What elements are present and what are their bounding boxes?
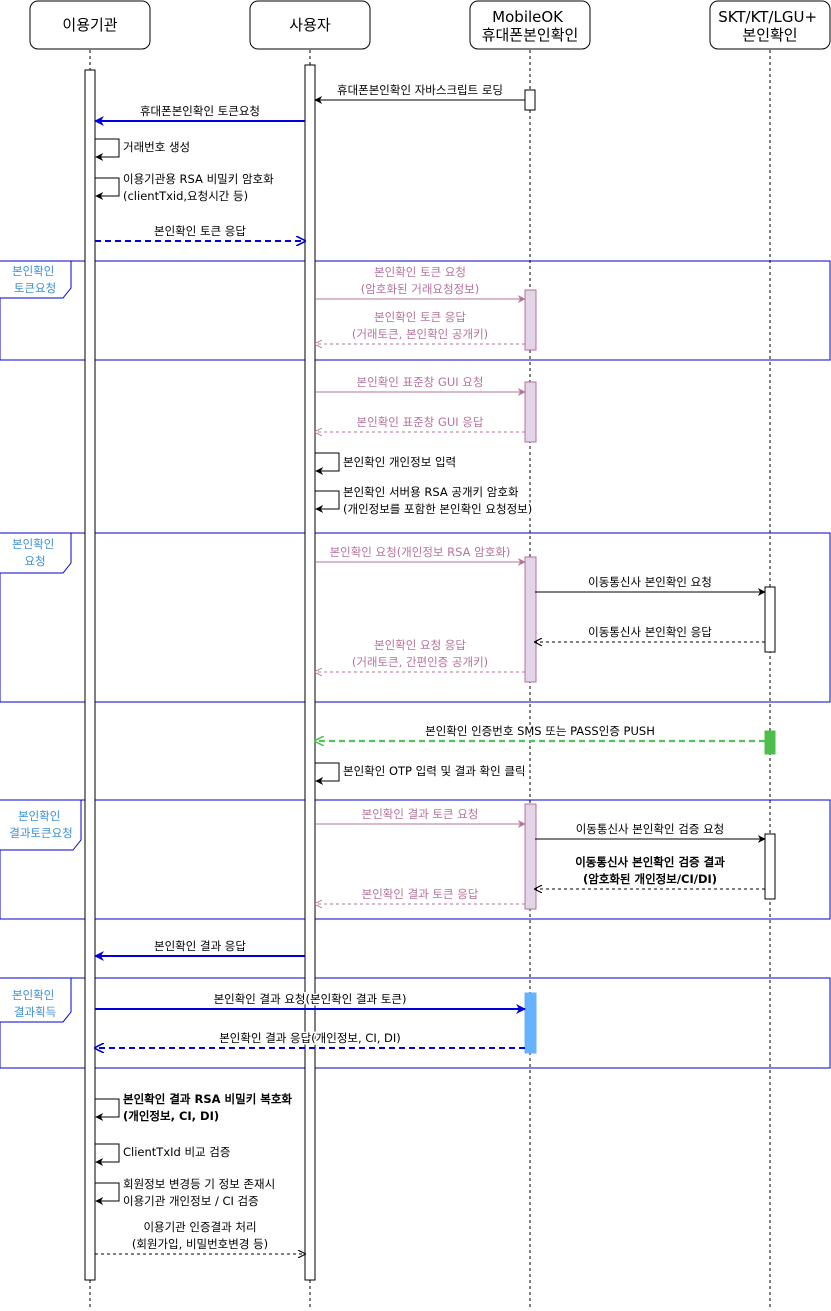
message-m26: ClientTxId 비교 검증 (95, 1143, 232, 1166)
message-m14: 이동통신사 본인확인 응답 (535, 624, 765, 642)
self-message-arrow (95, 138, 120, 161)
message-label: 이동통신사 본인확인 검증 결과(암호화된 개인정보/CI/DI) (575, 855, 725, 886)
activation-org (84, 69, 96, 1281)
actor-user: 사용자 (249, 0, 371, 50)
message-label: 본인확인 요청(개인정보 RSA 암호화) (330, 545, 511, 559)
activation-mok-5 (524, 803, 537, 910)
self-message-arrow (95, 1143, 120, 1166)
message-m22: 본인확인 결과 응답 (94, 938, 305, 961)
message-m8: 본인확인 표준창 GUI 요청 (315, 374, 526, 396)
activation-mok-3 (524, 381, 537, 443)
activation-telco-3 (764, 833, 776, 900)
message-label: 거래번호 생성 (123, 140, 190, 154)
fragment-result-get: 본인확인 결과획득 (0, 977, 831, 1069)
message-m2: 휴대폰본인확인 토큰요청 (94, 103, 305, 126)
message-label: 본인확인 결과 응답(개인정보, CI, DI) (219, 1031, 401, 1045)
fragment-label: 본인확인 결과획득 (12, 988, 58, 1019)
fragment-request: 본인확인 요청 (0, 532, 831, 703)
self-message-arrow (315, 452, 340, 475)
activation-mok-6 (524, 992, 537, 1054)
message-m16: 본인확인 인증번호 SMS 또는 PASS인증 PUSH (315, 723, 765, 741)
message-label: 이동통신사 본인확인 검증 요청 (576, 822, 725, 836)
message-label: 본인확인 결과 응답 (154, 939, 246, 953)
message-m1: 휴대폰본인확인 자바스크립트 로딩 (314, 82, 525, 104)
message-label: 본인확인 개인정보 입력 (343, 455, 456, 469)
fragment-label: 본인확인 요청 (12, 537, 58, 568)
message-label: 본인확인 결과 토큰 요청 (362, 807, 479, 821)
message-m9: 본인확인 표준창 GUI 응답 (315, 414, 525, 432)
message-m13: 이동통신사 본인확인 요청 (535, 574, 766, 596)
message-m23: 본인확인 결과 요청(본인확인 결과 토큰) (95, 991, 526, 1014)
actor-mok: MobileOK 휴대폰본인확인 (469, 0, 591, 50)
message-label: 이용기관 인증결과 처리(회원가입, 비밀번호변경 등) (132, 1220, 268, 1251)
message-m24: 본인확인 결과 응답(개인정보, CI, DI) (95, 1030, 525, 1048)
message-m25: 본인확인 결과 RSA 비밀키 복호화(개인정보, CI, DI) (95, 1091, 294, 1125)
svg-text:MobileOK 휴대폰본인확인: MobileOK 휴대폰본인확인 (482, 8, 579, 44)
message-label: 휴대폰본인확인 토큰요청 (140, 104, 260, 118)
message-label: 이동통신사 본인확인 응답 (588, 625, 712, 639)
message-m20: 이동통신사 본인확인 검증 결과(암호화된 개인정보/CI/DI) (535, 854, 765, 889)
svg-text:사용자: 사용자 (289, 16, 331, 34)
message-m7: 본인확인 토큰 응답(거래토큰, 본인확인 공개키) (315, 309, 525, 344)
message-label: ClientTxId 비교 검증 (123, 1145, 230, 1159)
message-m21: 본인확인 결과 토큰 응답 (315, 886, 525, 904)
self-message-arrow (95, 1182, 120, 1205)
message-m11: 본인확인 서버용 RSA 공개키 암호화(개인정보를 포함한 본인확인 요청정보… (315, 484, 534, 518)
message-label: 본인확인 인증번호 SMS 또는 PASS인증 PUSH (425, 724, 655, 738)
message-label: 본인확인 서버용 RSA 공개키 암호화(개인정보를 포함한 본인확인 요청정보… (343, 485, 532, 516)
self-message-arrow (95, 1098, 120, 1121)
fragment-result-token: 본인확인 결과토큰요청 (0, 799, 831, 920)
message-m3: 거래번호 생성 (95, 138, 192, 161)
message-m5: 본인확인 토큰 응답 (95, 223, 305, 241)
activation-mok-1 (524, 89, 536, 111)
message-m12: 본인확인 요청(개인정보 RSA 암호화) (315, 544, 526, 566)
actor-org: 이용기관 (29, 0, 151, 50)
message-label: 본인확인 결과 요청(본인확인 결과 토큰) (214, 992, 407, 1006)
message-label: 본인확인 표준창 GUI 응답 (357, 415, 484, 429)
message-m17: 본인확인 OTP 입력 및 결과 확인 클릭 (315, 762, 527, 785)
activation-telco-1 (764, 586, 776, 653)
message-label: 이동통신사 본인확인 요청 (588, 575, 712, 589)
activation-telco-2 (764, 730, 776, 755)
message-label: 본인확인 OTP 입력 및 결과 확인 클릭 (343, 764, 525, 778)
message-label: 이용기관용 RSA 비밀키 암호화(clientTxid,요청시간 등) (123, 172, 274, 203)
message-label: 본인확인 토큰 응답 (154, 224, 246, 238)
message-label: 휴대폰본인확인 자바스크립트 로딩 (337, 83, 503, 97)
actor-telco: SKT/KT/LGU+ 본인확인 (709, 0, 831, 50)
activation-user (304, 64, 316, 1281)
message-label: 본인확인 결과 RSA 비밀키 복호화(개인정보, CI, DI) (123, 1092, 292, 1123)
svg-text:SKT/KT/LGU+ 본인확인: SKT/KT/LGU+ 본인확인 (718, 8, 822, 44)
message-label: 본인확인 표준창 GUI 요청 (357, 375, 484, 389)
fragment-token-request: 본인확인 토큰요청 (0, 260, 831, 361)
fragment-label: 본인확인 토큰요청 (12, 264, 58, 295)
message-m6: 본인확인 토큰 요청(암호화된 거래요청정보) (315, 264, 526, 303)
fragment-label: 본인확인 결과토큰요청 (9, 809, 72, 840)
activation-mok-4 (524, 556, 537, 683)
svg-text:이용기관: 이용기관 (62, 16, 117, 34)
message-label: 본인확인 요청 응답(거래토큰, 간편인증 공개키) (352, 638, 488, 669)
message-m28: 이용기관 인증결과 처리(회원가입, 비밀번호변경 등) (95, 1219, 305, 1254)
message-m10: 본인확인 개인정보 입력 (315, 452, 458, 475)
message-label: 본인확인 토큰 응답(거래토큰, 본인확인 공개키) (352, 310, 488, 341)
message-label: 본인확인 토큰 요청(암호화된 거래요청정보) (361, 265, 479, 296)
message-label: 본인확인 결과 토큰 응답 (362, 887, 479, 901)
message-m15: 본인확인 요청 응답(거래토큰, 간편인증 공개키) (315, 637, 525, 672)
self-message-arrow (95, 177, 120, 200)
message-m4: 이용기관용 RSA 비밀키 암호화(clientTxid,요청시간 등) (95, 171, 276, 205)
self-message-arrow (315, 762, 340, 785)
message-m19: 이동통신사 본인확인 검증 요청 (535, 821, 766, 843)
activation-mok-2 (524, 289, 537, 351)
self-message-arrow (315, 490, 340, 513)
message-m18: 본인확인 결과 토큰 요청 (315, 806, 526, 828)
